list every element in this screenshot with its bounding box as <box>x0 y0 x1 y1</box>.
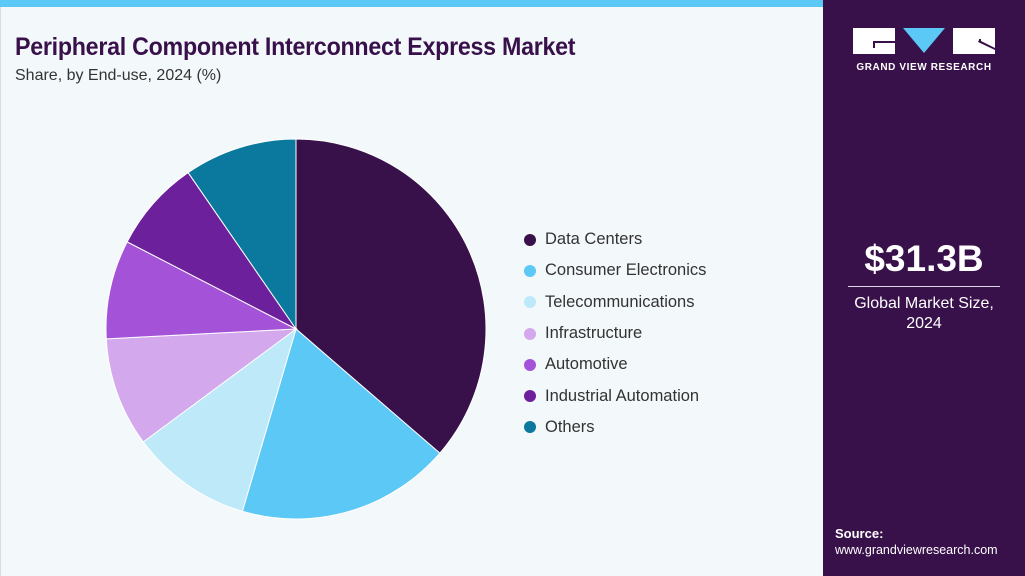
pie-slice-automotive <box>105 241 298 340</box>
market-size-label: Global Market Size, 2024 <box>823 294 1025 334</box>
pie-slice-industrial-automation <box>126 171 297 330</box>
legend-dot-icon <box>524 421 536 434</box>
legend-dot-icon <box>524 296 536 309</box>
legend-label: Infrastructure <box>545 324 643 343</box>
legend-item: Infrastructure <box>524 318 706 349</box>
brand-name: GRAND VIEW RESEARCH <box>856 62 992 73</box>
legend-item: Automotive <box>524 349 706 380</box>
legend-label: Data Centers <box>545 230 643 249</box>
legend-dot-icon <box>524 390 536 403</box>
page-title: Peripheral Component Interconnect Expres… <box>15 33 576 61</box>
pie-slice-telecommunications <box>142 327 297 512</box>
legend-item: Others <box>524 412 706 443</box>
legend-item: Consumer Electronics <box>524 255 706 286</box>
pie-chart <box>105 138 487 520</box>
legend-label: Industrial Automation <box>545 386 700 405</box>
legend-label: Automotive <box>545 355 628 374</box>
legend-item: Telecommunications <box>524 287 706 318</box>
top-accent-bar <box>0 0 823 7</box>
divider <box>848 286 1000 287</box>
source-link[interactable]: www.grandviewresearch.com <box>835 543 998 557</box>
legend-label: Telecommunications <box>545 292 695 311</box>
chart-subtitle: Share, by End-use, 2024 (%) <box>15 67 222 84</box>
market-size-value: $31.3B <box>864 238 984 279</box>
legend-item: Industrial Automation <box>524 380 706 411</box>
legend-dot-icon <box>524 233 536 246</box>
market-size-label-line2: 2024 <box>906 315 942 332</box>
sidebar-panel: GRAND VIEW RESEARCH $31.3B Global Market… <box>823 0 1025 576</box>
legend-item: Data Centers <box>524 224 706 255</box>
legend-dot-icon <box>524 358 536 371</box>
gvr-logo-icon <box>853 28 995 54</box>
market-size-label-line1: Global Market Size, <box>854 295 994 312</box>
legend-label: Consumer Electronics <box>545 261 707 280</box>
legend-dot-icon <box>524 264 536 277</box>
pie-slice-consumer-electronics <box>241 328 441 520</box>
legend-label: Others <box>545 417 595 436</box>
source-title: Source: <box>835 526 884 541</box>
pie-slice-others <box>187 138 297 331</box>
pie-slice-infrastructure <box>105 328 298 443</box>
pie-slice-data-centers <box>295 138 487 454</box>
legend-dot-icon <box>524 327 536 340</box>
